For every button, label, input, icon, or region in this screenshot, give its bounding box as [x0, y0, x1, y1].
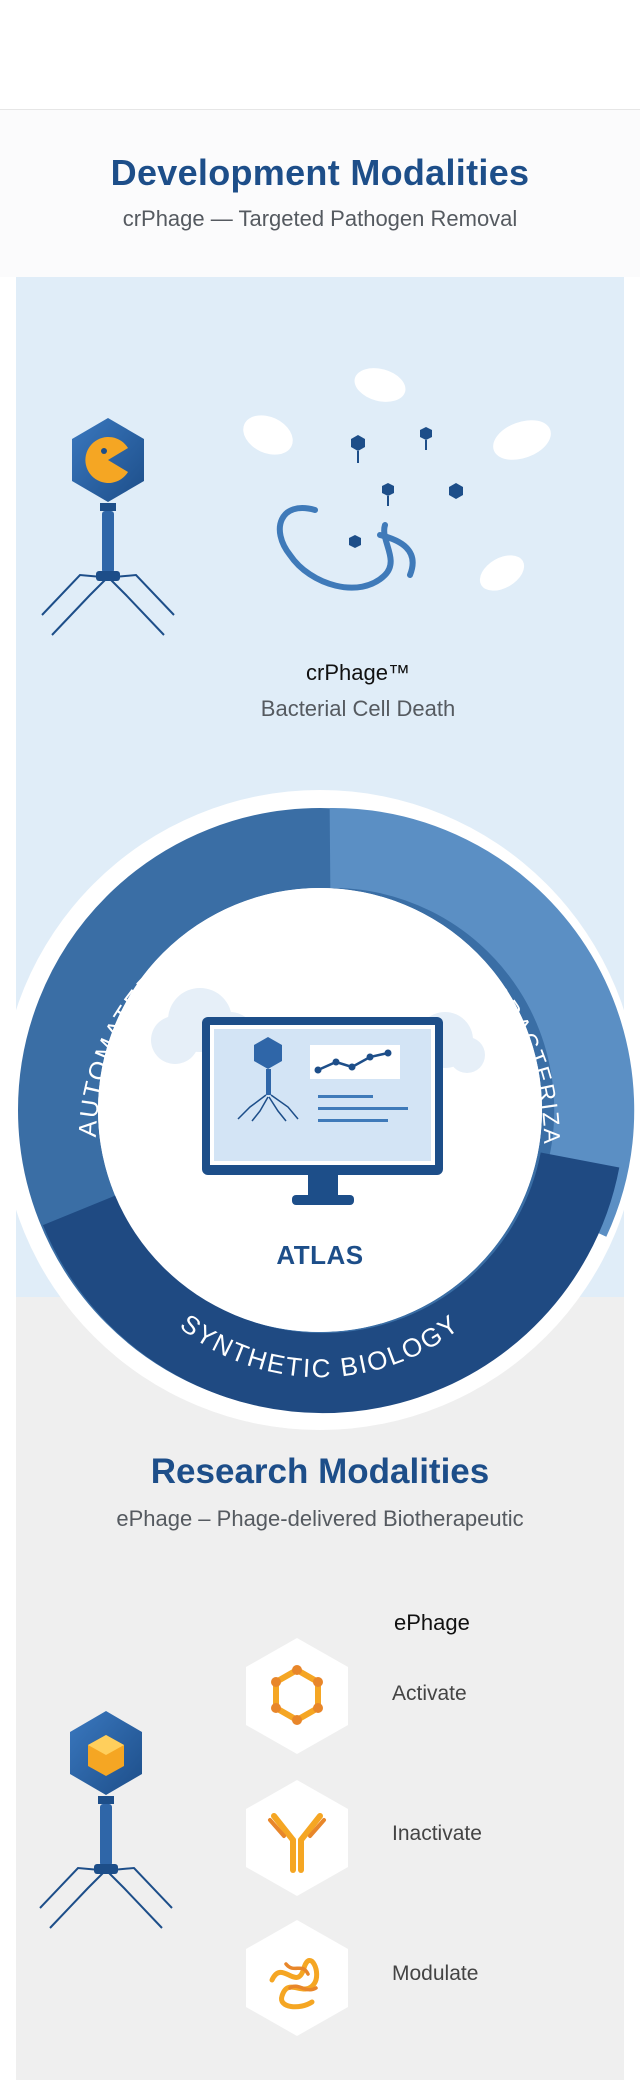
page-header: Development Modalities crPhage — Targete… [0, 110, 640, 277]
bacteria-scene [243, 368, 551, 591]
page-subtitle: crPhage — Targeted Pathogen Removal [122, 206, 518, 231]
page-title: Development Modalities [110, 152, 530, 193]
ephage-title: ePhage [394, 1610, 470, 1635]
research-subtitle: ePhage – Phage-delivered Biotherapeutic [116, 1506, 524, 1531]
ring-segment-synthetic-biology: SYNTHETIC BIOLOGY [175, 1308, 463, 1383]
protein-icon [246, 1920, 348, 2036]
svg-text:SYNTHETIC BIOLOGY: SYNTHETIC BIOLOGY [175, 1308, 465, 1383]
hexagon-molecule-icon [246, 1638, 348, 1754]
ephage-item-modulate: Modulate [392, 1962, 479, 1985]
ephage-item-activate: Activate [392, 1682, 467, 1705]
monitor-icon [202, 1017, 443, 1205]
atlas-label: ATLAS [276, 1240, 364, 1270]
ephage-phage-icon [39, 1711, 173, 1929]
crphage-subtitle: Bacterial Cell Death [260, 696, 456, 721]
antibody-icon [246, 1780, 348, 1896]
atlas-ring: AUTOMATED DISCOVERY HIGH THROUGHPUT CHAR… [0, 790, 640, 1440]
top-bar [0, 0, 640, 110]
research-title: Research Modalities [150, 1452, 490, 1491]
ephage-item-inactivate: Inactivate [392, 1822, 482, 1845]
crphage-title: crPhage™ [306, 660, 410, 685]
crphage-phage-icon [41, 418, 175, 636]
